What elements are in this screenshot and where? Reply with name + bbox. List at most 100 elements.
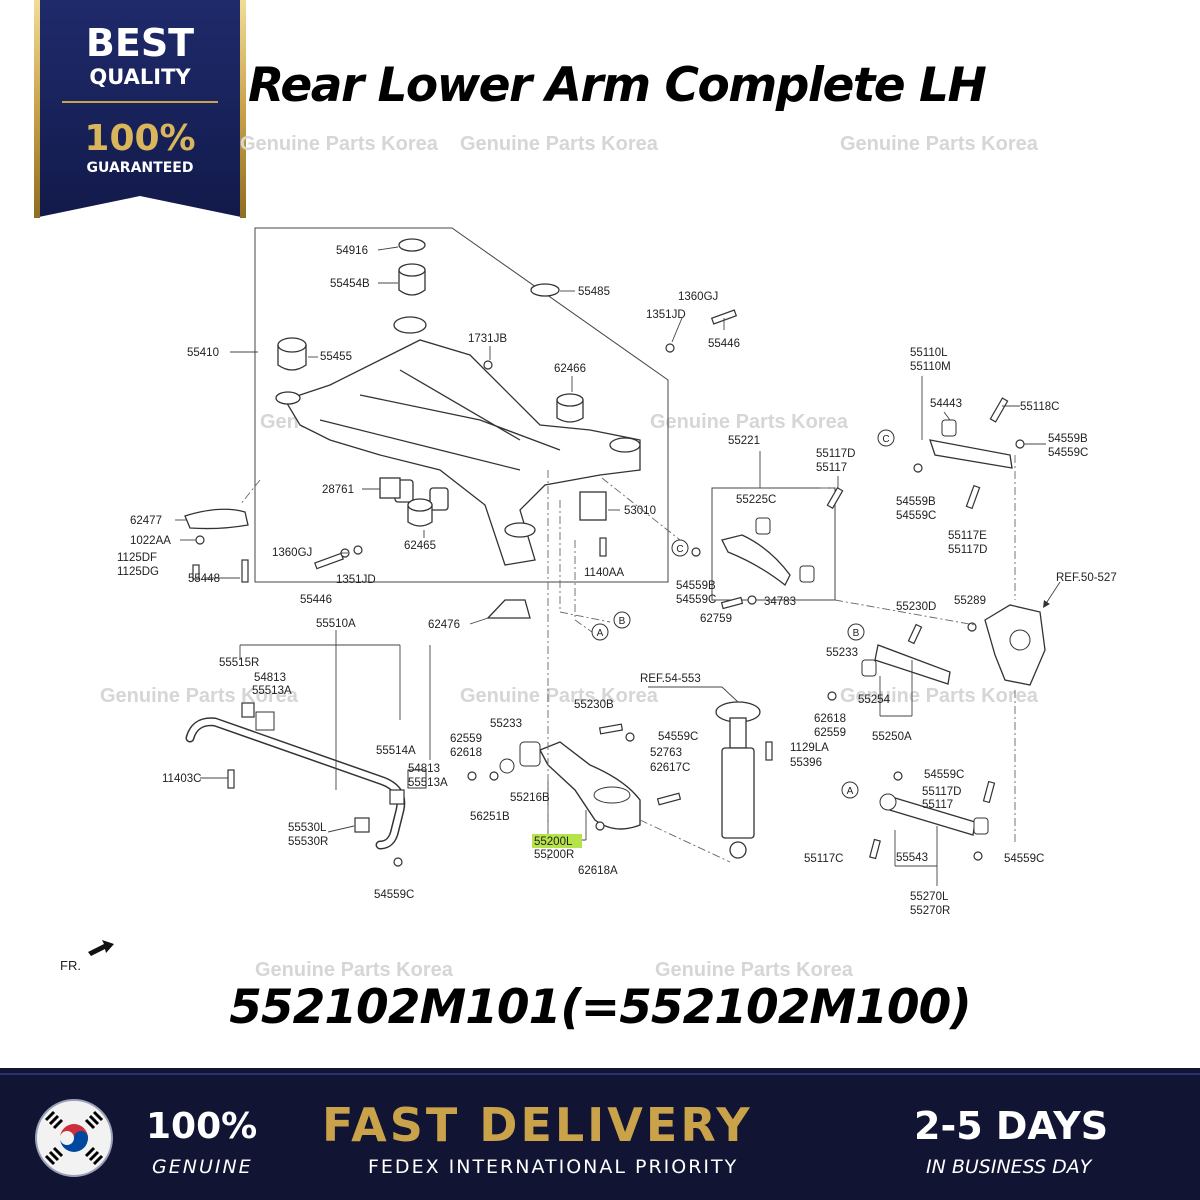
- svg-text:62559: 62559: [450, 733, 482, 745]
- bushing: [407, 769, 427, 789]
- svg-text:55117D: 55117D: [816, 448, 855, 460]
- svg-text:1351JD: 1351JD: [336, 574, 376, 586]
- washer-55233: [499, 758, 515, 774]
- svg-text:54559C: 54559C: [896, 510, 936, 522]
- svg-text:55410: 55410: [187, 347, 219, 359]
- svg-text:54559C: 54559C: [658, 731, 698, 743]
- fr-label: FR.: [60, 958, 81, 973]
- svg-text:62559: 62559: [814, 727, 846, 739]
- svg-text:55454B: 55454B: [330, 278, 370, 290]
- svg-text:55510A: 55510A: [316, 618, 356, 630]
- svg-text:55515R: 55515R: [219, 657, 259, 669]
- badge-quality: QUALITY: [89, 65, 191, 89]
- korea-flag-icon: [35, 1099, 113, 1177]
- callouts: [591, 429, 895, 799]
- svg-text:1360GJ: 1360GJ: [678, 291, 718, 303]
- svg-text:11403C: 11403C: [162, 773, 201, 785]
- svg-text:1731JB: 1731JB: [468, 333, 507, 345]
- lower-arm-55200: [539, 741, 641, 830]
- svg-text:54813: 54813: [254, 672, 286, 684]
- watermark: Genuine Parts Korea: [240, 133, 439, 155]
- svg-text:55530L: 55530L: [288, 822, 327, 834]
- svg-text:55117: 55117: [816, 462, 847, 474]
- bushings: [277, 238, 607, 527]
- arm-55250a: [874, 644, 951, 685]
- svg-text:62618: 62618: [450, 747, 482, 759]
- svg-text:55230B: 55230B: [574, 699, 614, 711]
- part-label-55200l: 55200L: [534, 836, 573, 848]
- badge-guaranteed: GUARANTEED: [87, 160, 194, 176]
- bracket-62477: [184, 508, 249, 530]
- svg-text:54559C: 54559C: [676, 594, 716, 606]
- bracket-62476: [486, 599, 531, 619]
- svg-text:54559C: 54559C: [1048, 447, 1088, 459]
- svg-text:55233: 55233: [490, 718, 522, 730]
- svg-text:1140AA: 1140AA: [584, 567, 624, 579]
- svg-text:54559B: 54559B: [1048, 433, 1088, 445]
- footer-graphics: [0, 1073, 1200, 1177]
- shock-absorber: [715, 701, 761, 859]
- svg-text:55233: 55233: [826, 647, 858, 659]
- bushing: [973, 817, 989, 835]
- highlight-55200l: [532, 834, 582, 848]
- footer-banner: 100% GENUINE FAST DELIVERY FEDEX INTERNA…: [0, 1068, 1200, 1200]
- page-title: Rear Lower Arm Complete LH: [248, 58, 987, 113]
- delivery-title: FAST DELIVERY: [322, 1098, 753, 1152]
- fasteners: [192, 309, 1025, 867]
- callout-a: [591, 623, 609, 641]
- svg-text:55530R: 55530R: [288, 836, 328, 848]
- callout-c-label: C: [676, 544, 683, 555]
- subframe-group-outline: [254, 227, 669, 583]
- svg-text:62618: 62618: [814, 713, 846, 725]
- callout-c: [671, 539, 689, 557]
- callout-a-label: A: [597, 628, 604, 639]
- callout-b: [847, 623, 865, 641]
- plug-55485: [530, 283, 560, 297]
- svg-text:55514A: 55514A: [376, 745, 416, 757]
- svg-text:1129LA: 1129LA: [790, 742, 829, 754]
- watermark: Genuine Parts Korea: [840, 133, 1039, 155]
- callout-b-label: B: [853, 628, 860, 639]
- svg-text:55250A: 55250A: [872, 731, 912, 743]
- svg-text:55200R: 55200R: [534, 849, 574, 861]
- svg-text:54813: 54813: [408, 763, 440, 775]
- svg-text:62476: 62476: [428, 619, 460, 631]
- svg-text:62465: 62465: [404, 540, 436, 552]
- quality-badge: BEST QUALITY 100% GUARANTEED: [34, 0, 246, 218]
- svg-text:54559B: 54559B: [896, 496, 936, 508]
- callout-c-label: C: [882, 434, 889, 445]
- svg-text:62617C: 62617C: [650, 762, 690, 774]
- watermark: Genuine Parts Korea: [460, 133, 659, 155]
- svg-text:55225C: 55225C: [736, 494, 776, 506]
- svg-text:55513A: 55513A: [252, 685, 292, 697]
- svg-text:1125DF: 1125DF: [117, 552, 157, 564]
- svg-text:55118C: 55118C: [1020, 401, 1059, 413]
- delivery-subtitle: FEDEX INTERNATIONAL PRIORITY: [368, 1156, 739, 1178]
- ref-54-553: REF.54-553: [640, 673, 701, 685]
- bushing-55254: [861, 659, 877, 677]
- svg-text:55448: 55448: [188, 573, 220, 585]
- watermark: Genuine Parts Korea: [840, 685, 1039, 707]
- svg-text:52763: 52763: [650, 747, 682, 759]
- svg-text:55230D: 55230D: [896, 601, 936, 613]
- svg-text:54559C: 54559C: [1004, 853, 1044, 865]
- bushing-54443: [941, 419, 957, 437]
- svg-text:55513A: 55513A: [408, 777, 448, 789]
- svg-text:55117E: 55117E: [948, 530, 987, 542]
- svg-text:55446: 55446: [300, 594, 332, 606]
- svg-text:28761: 28761: [322, 484, 354, 496]
- svg-text:62477: 62477: [130, 515, 162, 527]
- bushing-55454b: [398, 269, 426, 296]
- bracket-28761: [379, 477, 401, 499]
- svg-text:54559C: 54559C: [924, 769, 964, 781]
- bushing-55216b: [519, 741, 541, 767]
- svg-text:54443: 54443: [930, 398, 962, 410]
- svg-text:34783: 34783: [764, 596, 796, 608]
- svg-text:55543: 55543: [896, 852, 928, 864]
- svg-text:54916: 54916: [336, 245, 368, 257]
- watermarks: Genuine Parts Korea Genuine Parts Korea …: [100, 133, 1039, 981]
- ref-50-527: REF.50-527: [1056, 572, 1117, 584]
- callout-c: [877, 429, 895, 447]
- svg-text:53010: 53010: [624, 505, 656, 517]
